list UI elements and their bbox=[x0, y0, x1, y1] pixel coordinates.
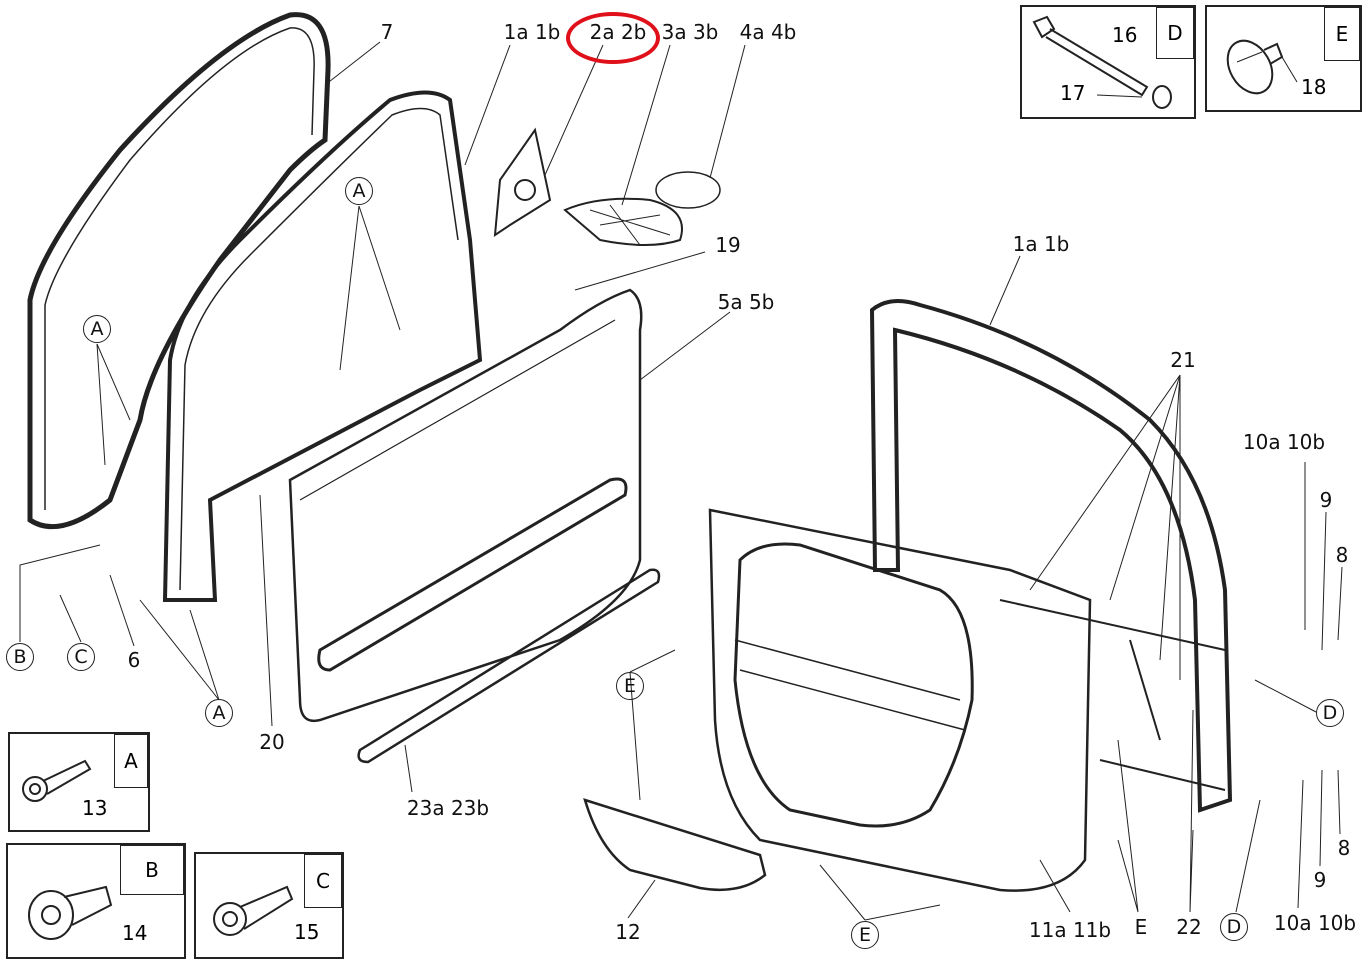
leader-lines bbox=[19, 41, 1343, 921]
part-number: 16 bbox=[1112, 23, 1138, 47]
callout-label: 6 bbox=[127, 648, 141, 672]
callout-label: 8 bbox=[1337, 836, 1351, 860]
callout-label: 1a 1b bbox=[1012, 232, 1070, 256]
inner-door-frame bbox=[869, 299, 1233, 813]
door-frame bbox=[162, 90, 483, 602]
callout-label: 2a 2b bbox=[589, 20, 647, 44]
callout-label: 23a 23b bbox=[406, 796, 490, 820]
mirror-base bbox=[493, 127, 552, 237]
callout-label: 21 bbox=[1170, 348, 1196, 372]
mirror-housing bbox=[563, 197, 683, 246]
inner-door-panel bbox=[708, 508, 1092, 892]
detail-box-b: B 14 bbox=[6, 843, 186, 959]
box-letter: B bbox=[120, 845, 184, 895]
detail-box-e: E 18 bbox=[1205, 5, 1362, 112]
callout-label: 19 bbox=[715, 233, 741, 257]
callout-label: 12 bbox=[615, 920, 641, 944]
pocket-12 bbox=[583, 798, 767, 892]
callout-circled-label: E bbox=[616, 672, 644, 700]
bolt-14-icon bbox=[28, 885, 113, 940]
door-trim-opening bbox=[733, 542, 974, 828]
callout-label: 1a 1b bbox=[503, 20, 561, 44]
trim-strip bbox=[357, 568, 661, 764]
callout-circled-label: D bbox=[1220, 913, 1248, 941]
callout-label: 5a 5b bbox=[717, 290, 775, 314]
callout-circled-label: A bbox=[345, 177, 373, 205]
callout-label: 20 bbox=[259, 730, 285, 754]
callout-circled-label: A bbox=[205, 699, 233, 727]
callout-circled-label: E bbox=[851, 921, 879, 949]
callout-label: 10a 10b bbox=[1273, 911, 1357, 935]
box-letter: E bbox=[1324, 7, 1360, 61]
callout-label: 4a 4b bbox=[739, 20, 797, 44]
callout-label: 9 bbox=[1313, 868, 1327, 892]
window-seal-7 bbox=[27, 12, 331, 530]
callout-circled-label: D bbox=[1316, 699, 1344, 727]
callout-label: 22 bbox=[1176, 915, 1202, 939]
box-letter: A bbox=[114, 734, 148, 788]
bolt-15-icon bbox=[213, 885, 294, 936]
callout-label: 9 bbox=[1319, 488, 1333, 512]
callout-circled-label: A bbox=[83, 315, 111, 343]
part-number: 17 bbox=[1060, 81, 1086, 105]
outer-door-panel bbox=[288, 288, 643, 723]
detail-box-a: A 13 bbox=[8, 732, 150, 832]
callout-label: 8 bbox=[1335, 543, 1349, 567]
part-number: 13 bbox=[82, 796, 108, 820]
callout-circled-label: B bbox=[6, 643, 34, 671]
callout-label: 3a 3b bbox=[661, 20, 719, 44]
detail-box-d: D 16 17 bbox=[1020, 5, 1196, 119]
callout-circled-label: C bbox=[67, 643, 95, 671]
callout-label: 11a 11b bbox=[1028, 918, 1112, 942]
callout-label: 10a 10b bbox=[1242, 430, 1326, 454]
highlight-circle bbox=[566, 12, 660, 64]
part-number: 15 bbox=[294, 920, 320, 944]
clip-18-icon bbox=[1226, 39, 1298, 95]
bolt-13-icon bbox=[22, 759, 92, 802]
part-number: 18 bbox=[1301, 75, 1327, 99]
box-letter: C bbox=[304, 854, 342, 908]
door-molding bbox=[317, 477, 628, 672]
callout-label: E bbox=[1134, 915, 1148, 939]
box-letter: D bbox=[1156, 7, 1194, 59]
detail-box-c: C 15 bbox=[194, 852, 344, 959]
bolt-16-washer-17-icon bbox=[1032, 15, 1172, 109]
mirror-glass bbox=[655, 171, 721, 209]
part-number: 14 bbox=[122, 921, 148, 945]
callout-label: 7 bbox=[380, 20, 394, 44]
